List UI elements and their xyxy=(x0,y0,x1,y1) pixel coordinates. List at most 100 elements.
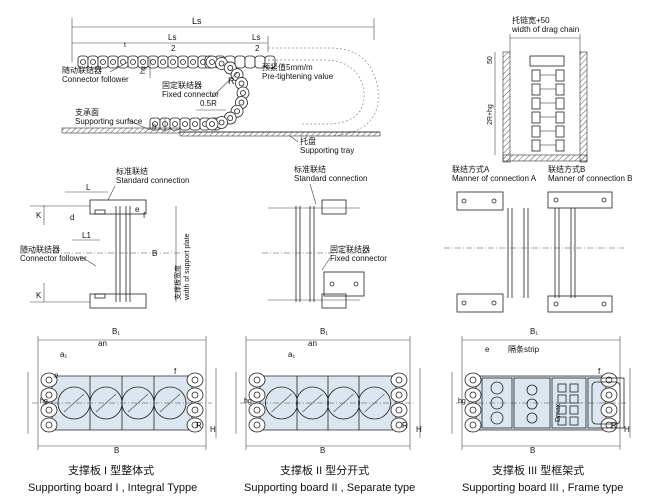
chain-link xyxy=(264,55,276,69)
strip-label: 隔条strip xyxy=(508,344,540,354)
side-link xyxy=(248,417,266,433)
chain-pin xyxy=(150,59,156,65)
manner-b-en: Manner of connection B xyxy=(548,174,633,183)
square-cable xyxy=(557,383,567,393)
ls-half-left-num: Ls xyxy=(168,33,176,42)
square-cable xyxy=(569,383,579,393)
diameter-line xyxy=(333,393,354,413)
side-pin xyxy=(395,376,403,384)
chain-link xyxy=(187,55,199,69)
trough-link-right xyxy=(555,125,565,138)
b-right: B xyxy=(530,446,535,455)
small-cable xyxy=(526,412,538,424)
an-center: an xyxy=(308,339,317,348)
side-link xyxy=(464,372,482,388)
h-left: H xyxy=(210,425,216,434)
standard-en-center: Standard connection xyxy=(294,174,367,183)
f-left: f xyxy=(174,367,177,376)
side-link xyxy=(390,402,408,418)
h-right: H xyxy=(624,425,630,434)
square-cable xyxy=(557,416,567,426)
chain-pin xyxy=(209,59,215,65)
mid-center-connection-diagram: 标准联结 Standard connection 固定联结器 Fixed con… xyxy=(262,164,387,309)
diameter-line xyxy=(271,393,292,413)
dim-B-label: B xyxy=(152,249,157,258)
dim-L-label: L xyxy=(86,183,91,192)
r-left: R xyxy=(196,421,202,430)
trough-left-wall xyxy=(502,51,511,163)
side-pin xyxy=(469,421,477,429)
ls-half-left-den: 2 xyxy=(171,44,176,53)
chain-pin xyxy=(190,59,196,65)
section-labels: B₁ an a₁ B hg H R e f B₁ an a₁ B hg H R … xyxy=(40,327,630,455)
cable-circle xyxy=(265,386,298,420)
side-view-diagram: Ls Ls 2 Ls 2 t hg R 0.5R h 随动联结器 xyxy=(61,16,381,155)
chain-pin xyxy=(238,80,245,87)
side-link xyxy=(186,417,204,433)
diameter-line xyxy=(63,393,85,413)
chain-pin xyxy=(152,121,158,127)
side-link xyxy=(600,387,618,403)
side-pin xyxy=(395,406,403,414)
supporting-tray xyxy=(179,131,381,137)
diameter-line xyxy=(159,393,181,413)
fixed-connector-cn: 固定联结器 xyxy=(162,80,202,90)
square-cable xyxy=(569,416,579,426)
b1-left: B₁ xyxy=(112,327,120,336)
side-link xyxy=(464,387,482,403)
square-cable xyxy=(569,405,579,415)
side-pin xyxy=(253,376,261,384)
a1-left: a₁ xyxy=(60,350,67,359)
chain-link xyxy=(137,55,149,69)
e-right: e xyxy=(485,345,490,354)
chain-pin xyxy=(218,60,225,67)
mid-left-connection-diagram: 标准联结 Standard connection L L1 K K d e B … xyxy=(20,166,191,309)
manner-a-en: Manner of connection A xyxy=(452,174,537,183)
square-cable xyxy=(557,394,567,404)
square-cable xyxy=(557,405,567,415)
supporting-surface-en: Supporting surface xyxy=(75,117,143,126)
chain-width-en: width of drag chain xyxy=(511,25,579,34)
follower-cn-mid: 随动联结器 xyxy=(20,244,60,254)
large-compartment xyxy=(591,381,621,425)
side-pin xyxy=(395,391,403,399)
section-frame-type xyxy=(451,336,631,450)
caption-center-cn: 支撑板 II 型分开式 xyxy=(280,463,369,477)
trough-link-right xyxy=(555,97,565,110)
side-link xyxy=(40,387,58,403)
side-pin xyxy=(191,376,199,384)
chain-bend xyxy=(205,55,250,131)
chain-link xyxy=(177,55,189,69)
small-cable xyxy=(526,384,538,396)
fixed-connector-bracket xyxy=(323,271,365,297)
supporting-surface-cn: 支承面 xyxy=(75,107,99,117)
trough-link-right xyxy=(555,111,565,124)
bracket-b-top xyxy=(547,191,613,209)
side-link xyxy=(186,402,204,418)
plate-width-cn: 支撑板宽度 xyxy=(173,265,182,300)
side-pin xyxy=(191,406,199,414)
trough-link-right xyxy=(555,69,565,82)
caption-left-cn: 支撑板 I 型整体式 xyxy=(68,463,154,477)
ls-half-right-den: 2 xyxy=(255,44,260,53)
side-link xyxy=(248,402,266,418)
side-link xyxy=(390,387,408,403)
diameter-line xyxy=(302,393,323,413)
frame-compartment xyxy=(587,377,625,429)
chain-pin xyxy=(240,90,246,96)
cable-circle xyxy=(327,386,360,420)
dim-K2-label: K xyxy=(36,291,42,300)
chain-pin xyxy=(100,59,106,65)
dmax-label: Dmax xyxy=(555,403,562,422)
captions: 支撑板 I 型整体式 Supporting board I , Integral… xyxy=(28,463,623,494)
plate-width-en: width of support plate xyxy=(184,233,191,301)
trough-link-right xyxy=(555,139,565,152)
tray-cn: 托盘 xyxy=(300,136,316,146)
side-pin xyxy=(45,391,53,399)
r-right: R xyxy=(611,421,617,430)
side-link xyxy=(464,402,482,418)
ghost-chain-outline xyxy=(268,47,379,137)
standard-cn-center: 标准联结 xyxy=(294,164,326,174)
side-link xyxy=(40,402,58,418)
chain-pin xyxy=(227,115,234,121)
